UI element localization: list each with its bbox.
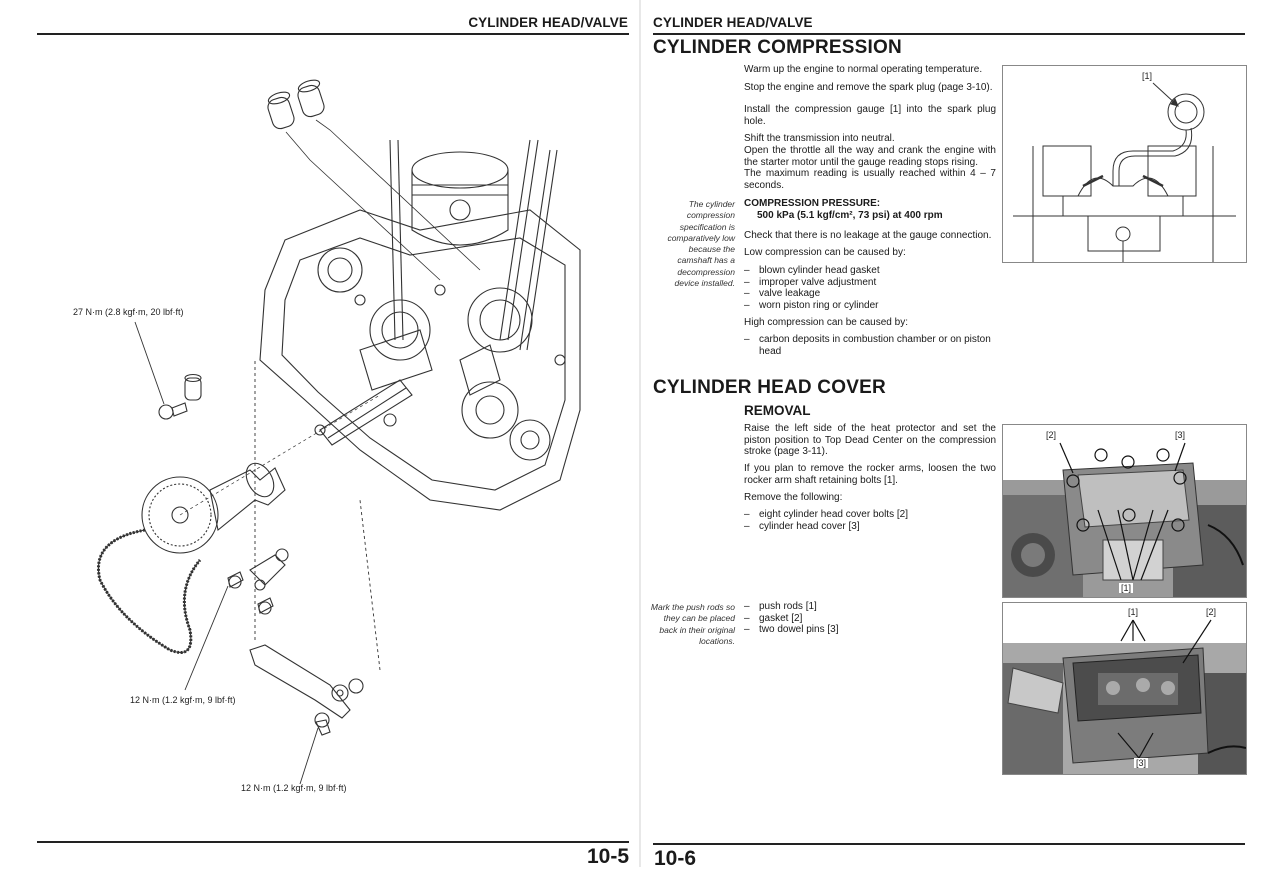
- piston-illustration: [411, 151, 509, 246]
- head-cover-step-2: If you plan to remove the rocker arms, l…: [744, 463, 996, 486]
- torque-label-3: 12 N·m (1.2 kgf·m, 9 lbf·ft): [241, 783, 347, 793]
- list-item: two dowel pins [3]: [744, 624, 996, 636]
- photo1-callout-1: [1]: [1119, 583, 1134, 593]
- timing-chain-illustration: [97, 528, 202, 654]
- left-header-title: CYLINDER HEAD/VALVE: [468, 15, 628, 30]
- compression-step-2: Stop the engine and remove the spark plu…: [744, 82, 993, 93]
- leader-lines: [134, 321, 381, 785]
- torque-label-2: 12 N·m (1.2 kgf·m, 9 lbf·ft): [130, 695, 236, 705]
- section-title-compression: CYLINDER COMPRESSION: [653, 37, 902, 58]
- high-compression-intro: High compression can be caused by:: [744, 317, 908, 328]
- compression-margin-note: The cylinder compression specification i…: [667, 199, 735, 289]
- right-header-rule: [653, 33, 1245, 35]
- list-item: gasket [2]: [744, 613, 996, 625]
- head-cover-step-3: Remove the following:: [744, 492, 843, 503]
- page-gutter: [639, 0, 641, 867]
- right-footer-rule: [653, 843, 1245, 845]
- subsection-title-removal: REMOVAL: [744, 403, 811, 418]
- photo1-callout-3: [3]: [1175, 430, 1186, 440]
- list-item: carbon deposits in combustion chamber or…: [744, 334, 996, 357]
- right-page-number: 10-6: [654, 847, 697, 870]
- figure-callout-1: [1]: [1142, 71, 1153, 81]
- compression-step-6: The maximum reading is usually reached w…: [744, 168, 996, 191]
- camshaft-illustration: [141, 394, 381, 554]
- right-header-title: CYLINDER HEAD/VALVE: [653, 15, 813, 30]
- chain-guide-illustration: [249, 644, 364, 736]
- compression-step-4: Shift the transmission into neutral.: [744, 133, 895, 144]
- left-page-number: 10-5: [587, 845, 630, 868]
- bolt-illustration-1: [158, 402, 188, 420]
- compression-spec-value: 500 kPa (5.1 kgf/cm², 73 psi) at 400 rpm: [757, 210, 943, 221]
- photo1-callout-2: [2]: [1046, 430, 1057, 440]
- camshaft-exploded-diagram: [97, 79, 581, 785]
- list-item: push rods [1]: [744, 601, 996, 613]
- dowel-pins-illustration: [267, 79, 481, 281]
- push-rods-photo-image: [1003, 619, 1246, 774]
- chain-tensioner-illustration: [227, 548, 289, 615]
- photo2-callout-1: [1]: [1128, 607, 1139, 617]
- head-cover-step-1: Raise the left side of the heat protecto…: [744, 423, 996, 457]
- crankcase-illustration: [259, 209, 581, 511]
- list-item: cylinder head cover [3]: [744, 521, 996, 533]
- compression-step-5: Open the throttle all the way and crank …: [744, 145, 996, 168]
- list-item: valve leakage: [744, 288, 996, 300]
- compression-spec-label: COMPRESSION PRESSURE:: [744, 198, 881, 209]
- list-item: blown cylinder head gasket: [744, 265, 996, 277]
- head-cover-photo: [2] [3] [1]: [1002, 424, 1247, 598]
- section-title-head-cover: CYLINDER HEAD COVER: [653, 377, 886, 398]
- photo2-callout-3: [3]: [1134, 758, 1149, 768]
- push-rod-margin-note: Mark the push rods so they can be placed…: [650, 602, 735, 646]
- right-page: CYLINDER HEAD/VALVE CYLINDER COMPRESSION…: [640, 0, 1280, 870]
- left-header-rule: [37, 33, 629, 35]
- compression-step-1: Warm up the engine to normal operating t…: [744, 64, 983, 75]
- compression-leak-check: Check that there is no leakage at the ga…: [744, 230, 992, 241]
- photo2-callout-2: [2]: [1206, 607, 1217, 617]
- list-item: improper valve adjustment: [744, 277, 996, 289]
- head-cover-removal-list: eight cylinder head cover bolts [2] cyli…: [744, 509, 996, 532]
- compression-gauge-figure: [1]: [1002, 65, 1247, 263]
- small-dowel-pin-illustration: [184, 373, 202, 401]
- high-compression-causes: carbon deposits in combustion chamber or…: [744, 334, 996, 357]
- compression-gauge-illustration: [1013, 82, 1236, 262]
- low-compression-causes: blown cylinder head gasket improper valv…: [744, 265, 996, 311]
- low-compression-intro: Low compression can be caused by:: [744, 247, 906, 258]
- compression-step-3: Install the compression gauge [1] into t…: [744, 104, 996, 127]
- left-footer-rule: [37, 841, 629, 843]
- push-rod-removal-list: push rods [1] gasket [2] two dowel pins …: [744, 601, 996, 636]
- push-rods-photo: [1] [2] [3]: [1002, 602, 1247, 775]
- list-item: eight cylinder head cover bolts [2]: [744, 509, 996, 521]
- left-page: CYLINDER HEAD/VALVE: [0, 0, 640, 868]
- torque-label-1: 27 N·m (2.8 kgf·m, 20 lbf·ft): [73, 307, 184, 317]
- transmission-shafts-illustration: [319, 329, 501, 446]
- head-cover-photo-image: [1003, 442, 1246, 597]
- list-item: worn piston ring or cylinder: [744, 300, 996, 312]
